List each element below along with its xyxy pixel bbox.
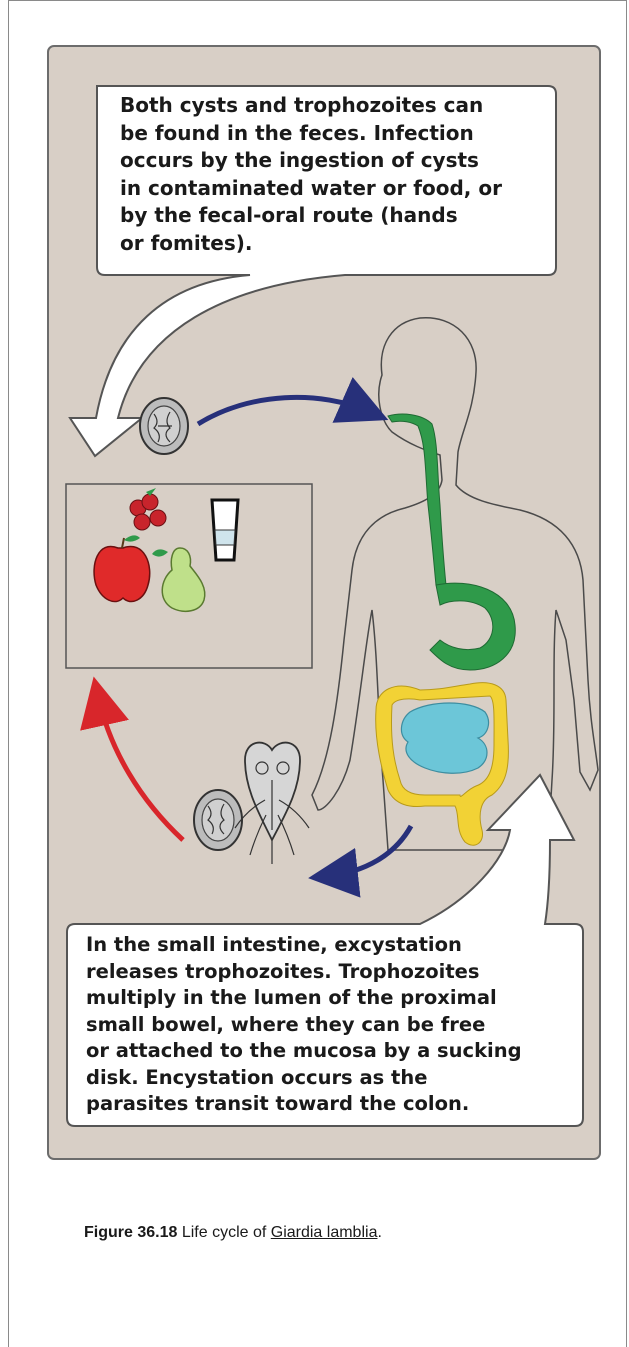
esophagus	[388, 414, 446, 585]
giardia-trophozoite-icon	[235, 743, 309, 864]
water-glass-icon	[212, 500, 238, 560]
stomach	[430, 583, 515, 670]
caption-end: .	[377, 1224, 381, 1241]
top-callout-text: Both cysts and trophozoites can be found…	[120, 92, 520, 257]
species-link[interactable]: Giardia lamblia	[271, 1224, 378, 1241]
ingestion-arrow	[198, 397, 370, 424]
giardia-cyst-icon	[140, 398, 188, 454]
giardia-cyst-icon	[194, 790, 242, 850]
excretion-arrow	[328, 826, 411, 876]
figure-caption: Figure 36.18 Life cycle of Giardia lambl…	[84, 1224, 382, 1242]
figure-number: Figure 36.18	[84, 1224, 177, 1241]
bottom-callout-text: In the small intestine, excystation rele…	[86, 932, 586, 1118]
reinfection-arrow	[98, 696, 183, 840]
caption-text: Life cycle of	[177, 1224, 270, 1241]
small-intestine	[401, 703, 488, 773]
